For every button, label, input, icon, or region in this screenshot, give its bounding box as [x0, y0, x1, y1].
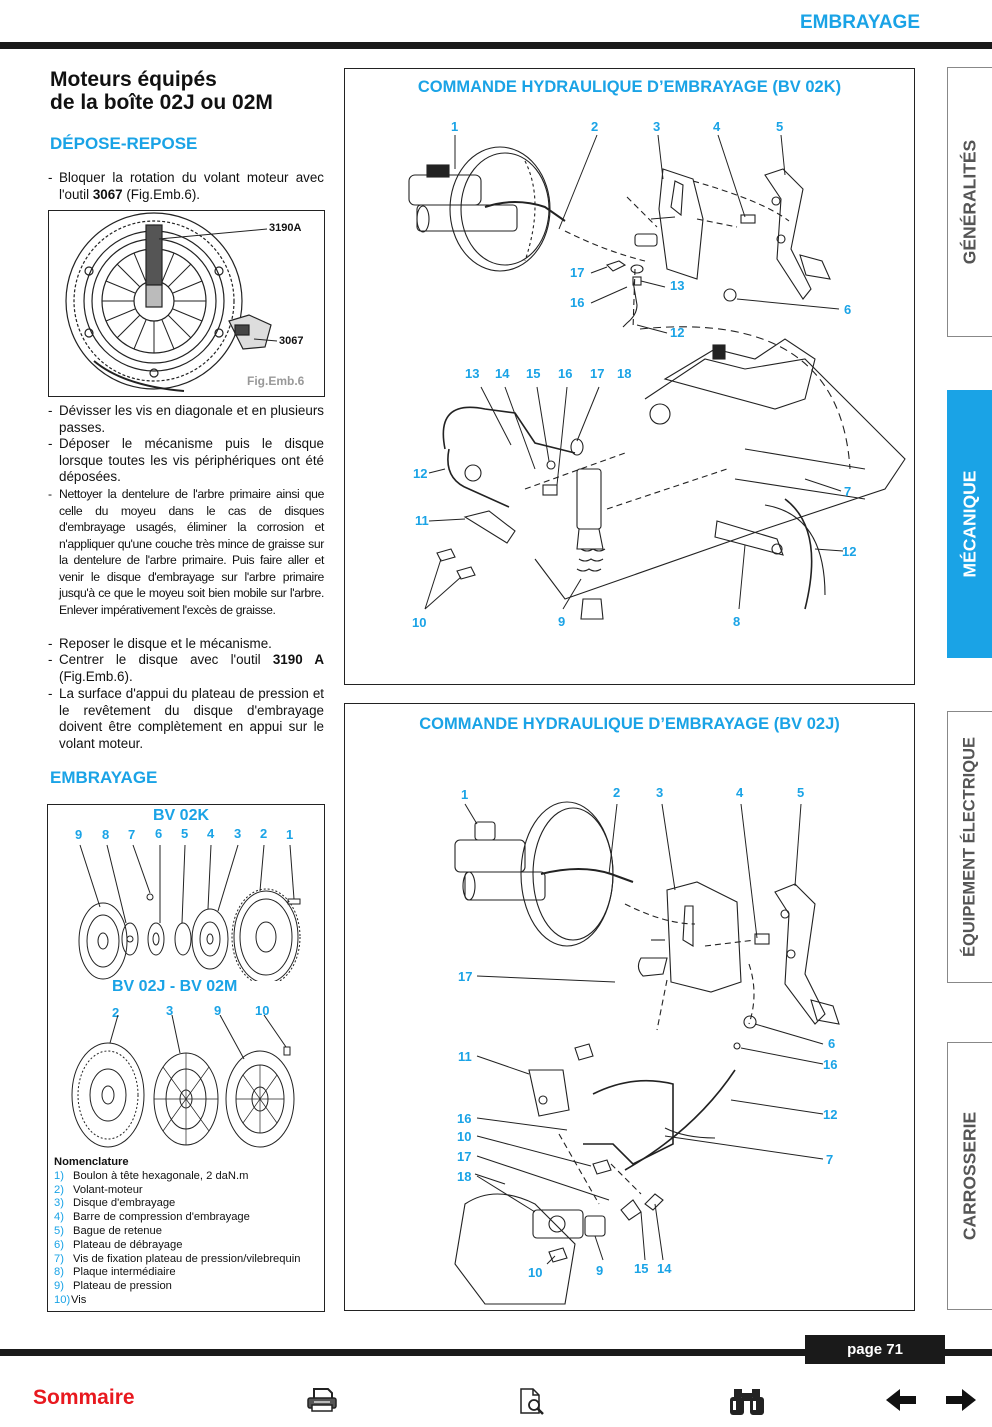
callout: 5 — [797, 785, 805, 800]
previous-arrow-icon[interactable] — [886, 1389, 918, 1411]
step-5: -Reposer le disque et le mécanisme. — [48, 636, 272, 651]
callout: 1 — [461, 787, 469, 802]
list-item: 2)Volant-moteur — [54, 1183, 143, 1196]
step-3: -Déposer le mécanisme puis le disque lor… — [48, 436, 324, 484]
callout: 3 — [653, 119, 661, 134]
list-item: 10)Vis — [54, 1293, 87, 1306]
sommaire-link[interactable]: Sommaire — [33, 1386, 135, 1409]
callout: 5 — [776, 119, 784, 134]
top-rule — [0, 42, 992, 49]
callout: 4 — [736, 785, 744, 800]
tab-generalites[interactable]: GÉNÉRALITÉS — [947, 67, 992, 337]
callout: 8 — [733, 614, 741, 629]
bv02k-exploded-view — [78, 844, 301, 981]
step-1: - Bloquer la rotation du volant moteur a… — [48, 170, 324, 202]
callout: 12 — [413, 466, 428, 481]
list-item: 9)Plateau de pression — [54, 1280, 172, 1293]
list-item: 7)Vis de fixation plateau de pression/vi… — [54, 1252, 301, 1265]
tab-carrosserie[interactable]: CARROSSERIE — [947, 1042, 992, 1310]
bv02k-title: BV 02K — [153, 807, 210, 824]
diagram-02k-drawing — [408, 134, 906, 620]
next-arrow-icon[interactable] — [944, 1389, 976, 1411]
depose-heading: DÉPOSE-REPOSE — [50, 134, 198, 153]
tab-mecanique[interactable]: MÉCANIQUE — [947, 390, 992, 658]
callout: 14 — [495, 366, 510, 381]
bv02j-title: BV 02J - BV 02M — [112, 978, 238, 995]
callout: 1 — [451, 119, 459, 134]
diagram-02j-drawing — [454, 801, 840, 1305]
callout: 10 — [457, 1129, 472, 1144]
callout: 7 — [826, 1152, 834, 1167]
callout: 11 — [415, 513, 429, 528]
step-4: -Nettoyer la dentelure de l'arbre primai… — [48, 487, 324, 617]
callout: 17 — [457, 1149, 472, 1164]
callout: 9 — [558, 614, 566, 629]
callout: 7 — [844, 484, 852, 499]
callout: 10 — [528, 1265, 543, 1280]
callout: 13 — [465, 366, 480, 381]
nomenclature-list: Nomenclature 1)Boulon à tête hexagonale,… — [54, 1156, 301, 1306]
step-7: -La surface d'appui du plateau de pressi… — [48, 686, 324, 751]
embrayage-exploded-figure: BV 02K 9 8 7 6 5 4 3 2 1 BV 02J - BV 02M… — [47, 804, 325, 1312]
callout: 17 — [458, 969, 473, 984]
callout: 3 — [656, 785, 664, 800]
fig-caption: Fig.Emb.6 — [247, 374, 305, 388]
list-item: 5)Bague de retenue — [54, 1224, 162, 1237]
list-item: 8)Plaque intermédiaire — [54, 1266, 176, 1279]
bv02j-exploded-view — [71, 1015, 295, 1148]
diagram-02k-title: COMMANDE HYDRAULIQUE D’EMBRAYAGE (BV 02K… — [417, 78, 842, 96]
callout: 16 — [570, 295, 585, 310]
list-item: 4)Barre de compression d'embrayage — [54, 1211, 250, 1224]
list-item: 3)Disque d'embrayage — [54, 1197, 176, 1210]
step-2: -Dévisser les vis en diagonale et en plu… — [48, 403, 324, 435]
callout: 12 — [670, 325, 685, 340]
callout: 12 — [842, 544, 857, 559]
page-title: Moteurs équipés de la boîte 02J ou 02M — [50, 68, 273, 114]
document-search-icon[interactable] — [518, 1387, 546, 1417]
callout: 17 — [590, 366, 605, 381]
embrayage-heading: EMBRAYAGE — [50, 768, 158, 787]
callout: 17 — [570, 265, 585, 280]
clutch-tool-illustration — [65, 212, 278, 392]
callout: 16 — [558, 366, 573, 381]
bottom-rule — [0, 1349, 992, 1356]
step-6: - Centrer le disque avec l'outil 3190 A … — [48, 652, 325, 684]
label-3067: 3067 — [279, 335, 304, 347]
callout: 16 — [457, 1111, 472, 1126]
callout: 10 — [412, 615, 427, 630]
binoculars-icon[interactable] — [728, 1387, 766, 1417]
diagram-02j-title: COMMANDE HYDRAULIQUE D’EMBRAYAGE (BV 02J… — [419, 715, 840, 733]
callout: 2 — [613, 785, 621, 800]
callout: 14 — [657, 1261, 672, 1276]
label-3190a: 3190A — [269, 222, 302, 234]
callout: 18 — [617, 366, 632, 381]
page-number: page 71 — [805, 1335, 945, 1364]
callout: 18 — [457, 1169, 472, 1184]
callout: 11 — [458, 1049, 472, 1064]
list-item: 6)Plateau de débrayage — [54, 1238, 183, 1251]
callout: 12 — [823, 1107, 838, 1122]
fig-emb-6: 3190A 3067 Fig.Emb.6 — [48, 210, 325, 397]
callout: 4 — [713, 119, 721, 134]
header-title: EMBRAYAGE — [799, 12, 920, 33]
callout: 9 — [596, 1263, 604, 1278]
callout: 15 — [634, 1261, 649, 1276]
diagram-02j: COMMANDE HYDRAULIQUE D’EMBRAYAGE (BV 02J… — [344, 703, 915, 1311]
callout: 6 — [828, 1036, 836, 1051]
callout: 16 — [823, 1057, 838, 1072]
callout: 6 — [844, 302, 852, 317]
diagram-02k: COMMANDE HYDRAULIQUE D’EMBRAYAGE (BV 02K… — [344, 68, 915, 685]
callout: 2 — [591, 119, 599, 134]
list-item: 1)Boulon à tête hexagonale, 2 daN.m — [54, 1169, 249, 1182]
callout: 13 — [670, 278, 685, 293]
tab-equipement-electrique[interactable]: ÉQUIPEMENT ÉLECTRIQUE — [947, 711, 992, 983]
callout: 15 — [526, 366, 541, 381]
print-icon[interactable] — [306, 1387, 338, 1413]
